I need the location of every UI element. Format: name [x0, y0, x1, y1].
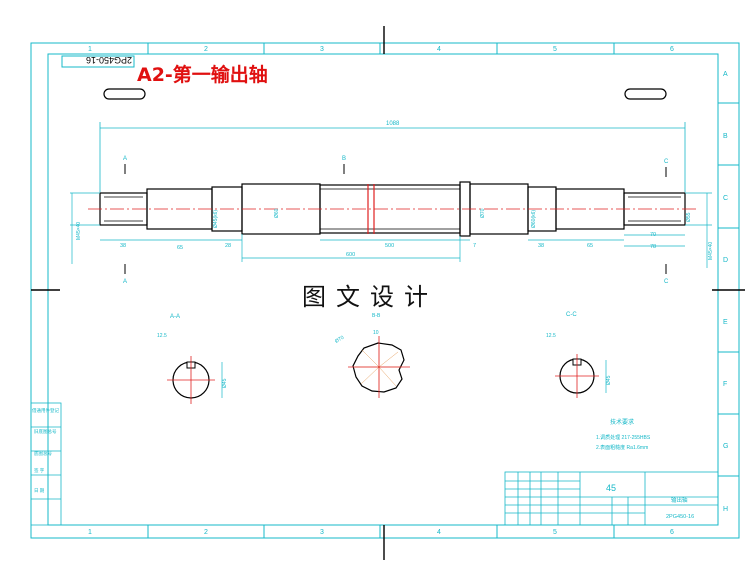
- col-label-3b: 3: [320, 529, 324, 536]
- col-label-5b: 5: [553, 529, 557, 536]
- col-label-2b: 2: [204, 529, 208, 536]
- section-cc-dim-side: Ø45: [606, 375, 612, 385]
- left-label-3: 签 字: [34, 467, 45, 473]
- section-bb-dim-side: Ø70: [334, 335, 345, 345]
- section-bb-hatch: [355, 345, 402, 390]
- vdim-70: Ø70: [480, 208, 486, 218]
- title-block-material: 45: [606, 483, 616, 493]
- bdim-500: 500: [385, 243, 394, 249]
- row-label-a: A: [723, 71, 728, 78]
- bottom-dimensions: 38 65 28 600 500 7 38 65 70 78: [120, 232, 656, 258]
- section-aa-dim-top: 12.5: [157, 333, 167, 339]
- shaft-details: [104, 188, 681, 230]
- overall-length-dimension: [99, 122, 686, 192]
- row-label-b: B: [723, 133, 728, 140]
- section-mark-a-bottom: A: [123, 279, 127, 285]
- bdim-7: 7: [473, 243, 476, 249]
- left-margin-labels: 借通用件登记 旧底图总号 底图总号 签 字 日 期: [32, 407, 59, 494]
- section-bb-dim-top: 10: [373, 330, 379, 336]
- section-cc-label: C-C: [566, 312, 577, 318]
- cut-plane-marks: [124, 164, 667, 274]
- left-label-1: 旧底图总号: [34, 428, 57, 435]
- row-label-g: G: [723, 443, 728, 450]
- section-marks: A B C A C: [123, 156, 669, 285]
- vertical-dim-lines: [70, 192, 712, 268]
- left-label-4: 日 期: [34, 488, 45, 494]
- vdim-60: Ø60: [274, 208, 280, 218]
- section-cc-dim-top: 12.5: [546, 333, 556, 339]
- row-label-d: D: [723, 257, 728, 264]
- drawing-title: A2-第一输出轴: [137, 64, 268, 86]
- row-label-e: E: [723, 319, 728, 326]
- title-block-part-name: 输出轴: [671, 496, 688, 504]
- bdim-65-left: 65: [177, 245, 183, 251]
- tech-note-1: 1.调质处理 217-255HBS: [596, 434, 651, 441]
- vdim-m45-left: M45×40: [76, 222, 82, 240]
- title-block-drawing-no: 2PG450-16: [666, 514, 694, 520]
- section-bb-label: B-B: [372, 313, 381, 319]
- section-mark-c-bottom: C: [664, 279, 669, 285]
- col-label-4: 4: [437, 46, 441, 53]
- vertical-dimensions: M45×40 Ø45(k6) Ø60 Ø70 Ø60(k6) Ø55 M45×4…: [76, 208, 714, 260]
- slot-right: [624, 88, 667, 100]
- top-zone-ticks: [147, 43, 739, 538]
- col-label-2: 2: [204, 46, 208, 53]
- column-numbers: 1 2 3 4 5 6 1 2 3 4 5 6: [88, 46, 674, 536]
- title-block: [504, 471, 719, 526]
- drawing-code-box: [61, 55, 135, 68]
- bdim-78: 78: [650, 244, 656, 250]
- col-label-4b: 4: [437, 529, 441, 536]
- watermark-text: 图文设计: [302, 283, 438, 311]
- section-bb-spline: [352, 342, 405, 393]
- col-label-6b: 6: [670, 529, 674, 536]
- vdim-60k6: Ø60(k6): [531, 210, 537, 228]
- section-mark-b-top: B: [342, 156, 346, 162]
- slot-left: [103, 88, 146, 100]
- col-label-5: 5: [553, 46, 557, 53]
- left-label-0: 借通用件登记: [32, 407, 59, 414]
- tech-notes-title: 技术要求: [610, 418, 634, 426]
- section-aa-label: A-A: [170, 314, 180, 320]
- vdim-45k6: Ø45(k6): [213, 210, 219, 228]
- bdim-38-left: 38: [120, 243, 126, 249]
- col-label-1: 1: [88, 46, 92, 53]
- row-label-f: F: [723, 381, 727, 388]
- row-label-c: C: [723, 195, 728, 202]
- col-label-3: 3: [320, 46, 324, 53]
- bottom-dimension-lines: [100, 234, 685, 262]
- col-label-1b: 1: [88, 529, 92, 536]
- bdim-600: 600: [346, 252, 355, 258]
- centering-marks: [31, 26, 745, 560]
- overall-length-label: 1088: [386, 121, 400, 127]
- left-label-2: 底图总号: [34, 450, 52, 457]
- bdim-28: 28: [225, 243, 231, 249]
- drawing-code-mirrored: 2PG450-16: [86, 55, 132, 65]
- row-letters: A B C D E F G H: [723, 71, 728, 513]
- section-mark-c-top: C: [664, 159, 669, 165]
- bdim-38-right: 38: [538, 243, 544, 249]
- bdim-65-right: 65: [587, 243, 593, 249]
- vdim-55: Ø55: [686, 212, 692, 222]
- row-label-h: H: [723, 506, 728, 513]
- bdim-70: 70: [650, 232, 656, 238]
- col-label-6: 6: [670, 46, 674, 53]
- section-mark-a-top: A: [123, 156, 127, 162]
- left-margin-table: [30, 402, 62, 526]
- section-aa-dim-side: Ø45: [222, 378, 228, 388]
- vdim-m45-right: M45×40: [708, 242, 714, 260]
- tech-note-2: 2.表面粗糙度 Ra1.6mm: [596, 444, 648, 451]
